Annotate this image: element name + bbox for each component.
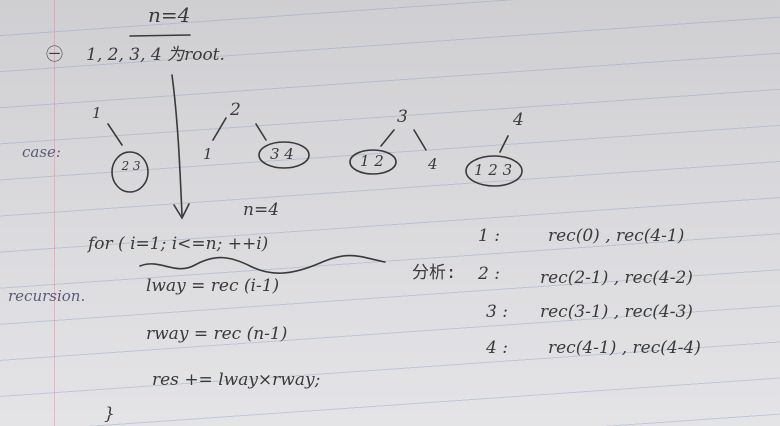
tree4-edge	[499, 135, 509, 153]
tree3-right: 4	[428, 155, 438, 173]
case-label: case:	[22, 143, 61, 161]
down-arrow	[171, 74, 190, 220]
analysis-row-4-expr: rec(4-1) , rec(4-4)	[548, 338, 701, 358]
tree4-subtree-circle	[465, 155, 523, 187]
tree4-root: 4	[513, 110, 524, 130]
tree3-root: 3	[397, 107, 408, 127]
analysis-row-4-index: 4 :	[486, 338, 508, 358]
analysis-row-2-expr: rec(2-1) , rec(4-2)	[540, 268, 693, 288]
tree1-right: 2 3	[121, 159, 141, 173]
tree2-root: 2	[230, 100, 241, 120]
tree1-subtree-circle	[111, 151, 149, 193]
code-n-label: n=4	[243, 200, 280, 220]
tree4-left: 1 2 3	[474, 161, 513, 179]
tree2-edge-right	[255, 123, 267, 141]
tree2-subtree-circle	[258, 141, 310, 169]
tree3-edge-left	[380, 129, 395, 147]
tree1-edge	[107, 123, 123, 146]
code-closing-brace: }	[104, 404, 115, 424]
page-title: n=4	[148, 3, 191, 27]
recursion-label: recursion.	[8, 287, 86, 305]
analysis-row-1-expr: rec(0) , rec(4-1)	[548, 226, 685, 246]
analysis-label: 分析:	[412, 263, 457, 283]
code-line-for: for ( i=1; i<=n; ++i)	[88, 234, 269, 254]
analysis-row-1-index: 1 :	[478, 226, 500, 246]
tree2-left: 1	[203, 145, 213, 163]
title-underline	[129, 34, 191, 37]
example-text: 1, 2, 3, 4 为root.	[86, 45, 225, 65]
tree2-right: 3 4	[270, 145, 294, 163]
code-line-rway: rway = rec (n-1)	[146, 324, 288, 344]
margin-line	[54, 0, 55, 426]
code-line-res: res += lway×rway;	[152, 370, 321, 390]
example-marker: ㊀	[46, 45, 63, 65]
tree3-subtree-circle	[349, 149, 397, 175]
analysis-row-3-expr: rec(3-1) , rec(4-3)	[540, 302, 693, 322]
tree1-root: 1	[92, 104, 102, 122]
tree2-edge-left	[212, 117, 227, 141]
analysis-row-2-index: 2 :	[478, 264, 500, 284]
code-line-lway: lway = rec (i-1)	[146, 276, 280, 296]
analysis-row-3-index: 3 :	[486, 302, 508, 322]
tree3-left: 1 2	[360, 152, 384, 170]
tree3-edge-right	[413, 129, 427, 151]
loop-squiggle	[139, 254, 386, 274]
